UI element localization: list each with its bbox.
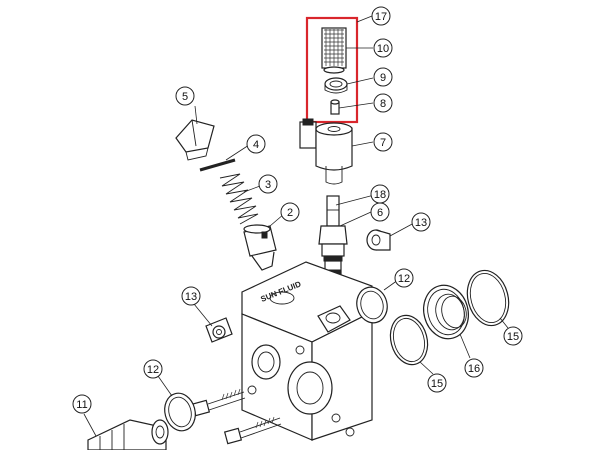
- callout-balloons: 17 10 9 8 7 5 4 3 2 18 6 13 12 13 15 16 15 12 11: [72, 6, 523, 414]
- poppet-part: [243, 224, 277, 271]
- callout-label: 13: [185, 291, 197, 303]
- callout-c12b: 12: [143, 359, 163, 379]
- callout-c16: 16: [464, 358, 484, 378]
- manifold-block-part: SUN FLUID: [241, 261, 373, 441]
- highlight-box: [305, 16, 359, 124]
- callout-c7: 7: [373, 132, 393, 152]
- callout-label: 4: [253, 139, 259, 151]
- bolt-upper-part: [191, 388, 246, 417]
- callout-label: 18: [374, 189, 386, 201]
- callout-label: 10: [377, 43, 389, 55]
- leader-lines: [83, 15, 509, 437]
- spring-part: [219, 173, 259, 225]
- callout-c15b: 15: [503, 326, 523, 346]
- callout-label: 3: [265, 179, 271, 191]
- callout-c9: 9: [373, 67, 393, 87]
- callout-c6: 6: [370, 202, 390, 222]
- seal-16-part: [423, 284, 469, 340]
- callout-label: 15: [431, 378, 443, 390]
- callout-c8: 8: [373, 93, 393, 113]
- o-ring-15-right: [466, 269, 510, 327]
- callout-c4: 4: [246, 134, 266, 154]
- o-ring-15-mid: [389, 314, 429, 366]
- callout-label: 15: [507, 331, 519, 343]
- callout-label: 8: [380, 98, 386, 110]
- callout-c11: 11: [72, 394, 92, 414]
- callout-c12a: 12: [394, 268, 414, 288]
- plug-part: [175, 119, 215, 161]
- knurled-knob-part: [321, 27, 347, 74]
- callout-label: 17: [375, 11, 387, 23]
- callout-label: 12: [398, 273, 410, 285]
- callout-c18: 18: [370, 184, 390, 204]
- spring-pin-part: [199, 158, 236, 172]
- callout-c13a: 13: [411, 212, 431, 232]
- nut-part: [324, 77, 348, 94]
- bolt-lower-part: [223, 416, 282, 445]
- callout-c3: 3: [258, 174, 278, 194]
- callout-c5: 5: [175, 86, 195, 106]
- callout-label: 16: [468, 363, 480, 375]
- callout-label: 11: [76, 399, 87, 411]
- callout-label: 13: [415, 217, 427, 229]
- callout-c10: 10: [373, 38, 393, 58]
- callout-label: 5: [182, 91, 188, 103]
- callout-label: 9: [380, 72, 386, 84]
- callout-c2: 2: [280, 202, 300, 222]
- callout-c13b: 13: [181, 286, 201, 306]
- callout-c17: 17: [371, 6, 391, 26]
- pin-part: [330, 99, 340, 115]
- callout-label: 12: [147, 364, 159, 376]
- callout-c15a: 15: [427, 373, 447, 393]
- callout-label: 2: [287, 207, 293, 219]
- callout-label: 7: [380, 137, 386, 149]
- fitting-right-part: [366, 229, 391, 251]
- callout-label: 6: [377, 207, 383, 219]
- solenoid-coil-part: [299, 118, 353, 185]
- fitting-bottom-part: [87, 419, 169, 451]
- fitting-left-part: [205, 317, 233, 343]
